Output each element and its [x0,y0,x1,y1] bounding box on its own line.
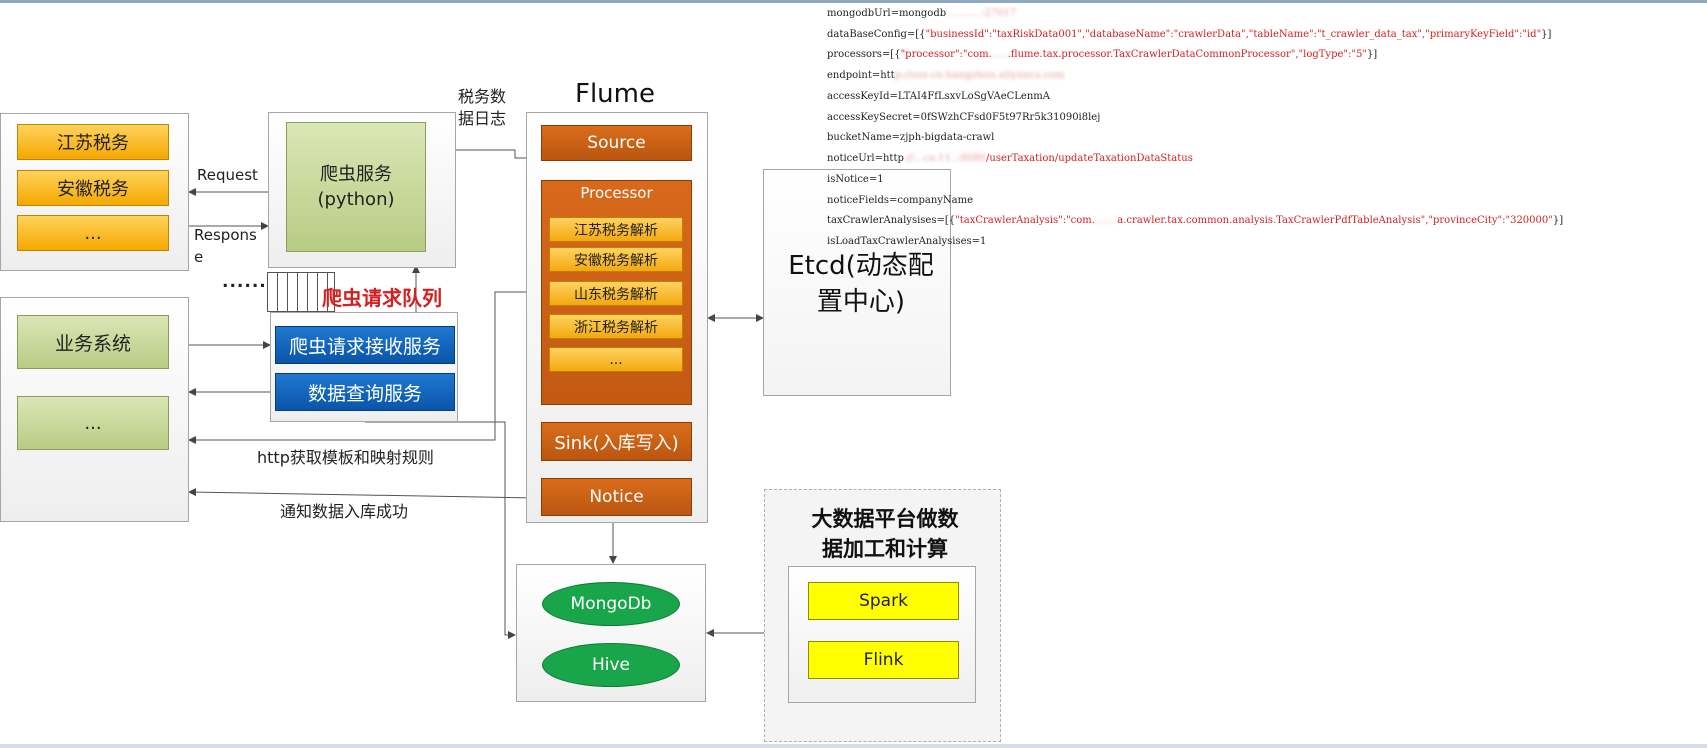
top-border [0,0,1707,3]
config-line-is-notice: isNotice=1 [827,174,884,185]
flume-processor-label: Processor [580,184,653,202]
etcd-panel [763,169,951,396]
request-label: Request [197,166,258,184]
crawler-queue-label: 爬虫请求队列 [322,286,442,310]
hive-node[interactable]: Hive [542,643,680,687]
spark-node[interactable]: Spark [808,582,959,620]
bottom-border [0,744,1707,748]
notice-success-label: 通知数据入库成功 [280,502,409,521]
flume-source[interactable]: Source [541,125,692,161]
response-label: Respons e [194,226,257,266]
parser-anhui[interactable]: 安徽税务解析 [549,247,683,272]
bigdata-title: 大数据平台做数 据加工和计算 [811,507,959,561]
config-line-notice-fields: noticeFields=companyName [827,195,974,206]
queue-dots: ...... [222,272,267,292]
query-to-storage-arrow [365,421,516,639]
queue-cells [267,272,335,312]
config-line-endpoint: endpoint=http://oss-cn-hangzhou.aliyuncs… [827,70,1065,81]
config-line-notice-url: noticeUrl=http://...co.11..:8080/userTax… [827,153,1193,164]
http-template-label: http获取模板和映射规则 [257,448,434,467]
business-more-box[interactable]: ... [17,396,169,450]
flume-title: Flume [575,79,655,109]
etcd-label[interactable]: Etcd(动态配置中心) [788,251,934,317]
tax-site-more[interactable]: ... [17,215,169,251]
business-system-box[interactable]: 业务系统 [17,315,169,369]
tax-site-jiangsu[interactable]: 江苏税务 [17,124,169,160]
parser-more[interactable]: ... [549,347,683,372]
config-line-processors: processors=[{"processor":"com.......flum… [827,49,1378,60]
notice-to-business-arrow [188,488,539,499]
config-line-database: dataBaseConfig=[{"businessId":"taxRiskDa… [827,29,1552,40]
config-line-tax-analysises: taxCrawlerAnalysises=[{"taxCrawlerAnalys… [827,215,1564,226]
config-line-mongodb: mongodbUrl=mongodb...........:27017 [827,8,1017,19]
parser-zhejiang[interactable]: 浙江税务解析 [549,314,683,339]
flink-node[interactable]: Flink [808,641,959,679]
config-line-access-key-secret: accessKeySecret=0fSWzhCFsd0F5t97Rr5k3109… [827,112,1101,123]
parser-shandong[interactable]: 山东税务解析 [549,281,683,306]
config-line-access-key-id: accessKeyId=LTAI4FfLsxvLoSgVAeCLenmA [827,91,1050,102]
data-query-service[interactable]: 数据查询服务 [275,373,455,411]
mongodb-node[interactable]: MongoDb [542,582,680,626]
parser-jiangsu[interactable]: 江苏税务解析 [549,217,683,242]
crawler-service-box[interactable]: 爬虫服务 (python) [286,122,426,252]
config-line-is-load: isLoadTaxCrawlerAnalysises=1 [827,236,987,247]
http-template-arrow [188,291,538,444]
crawler-request-receive-service[interactable]: 爬虫请求接收服务 [275,326,455,364]
flume-sink[interactable]: Sink(入库写入) [541,422,692,461]
flume-notice[interactable]: Notice [541,478,692,516]
tax-site-anhui[interactable]: 安徽税务 [17,170,169,206]
config-line-bucket: bucketName=zjph-bigdata-crawl [827,132,995,143]
tax-log-label: 税务数 据日志 [458,87,507,128]
